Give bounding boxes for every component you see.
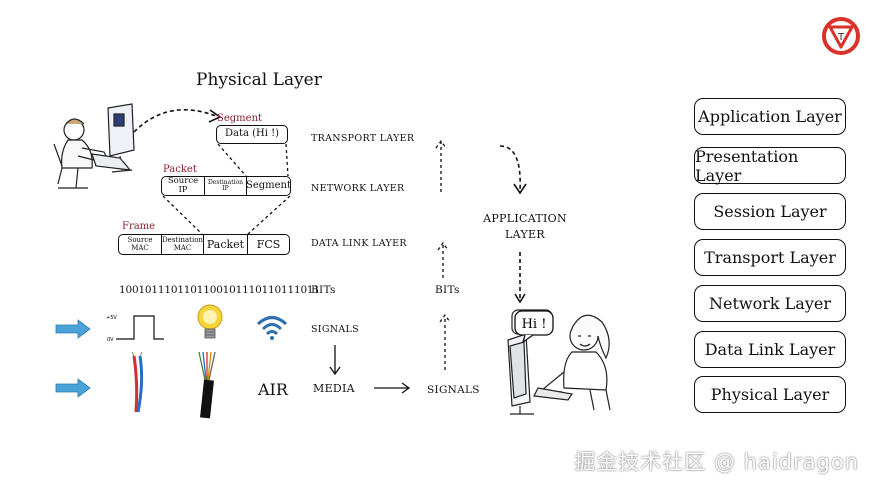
light-bulb-icon	[197, 304, 223, 339]
frame-cell-packet: Packet	[203, 235, 247, 254]
packet-box: Source IP Destination IP Segment	[161, 176, 291, 196]
brand-logo: T	[822, 17, 860, 55]
up-arrow-icon	[439, 313, 451, 370]
blue-arrow-icon	[55, 378, 91, 398]
woman-at-computer-illustration	[507, 309, 611, 415]
curved-dashed-arrow	[499, 145, 527, 195]
segment-data-cell: Data (Hi !)	[224, 128, 280, 140]
osi-layer-session[interactable]: Session Layer	[694, 193, 846, 230]
packet-cell-destination-ip: Destination IP	[204, 177, 246, 195]
up-arrow-icon	[435, 139, 447, 192]
application-layer-label: APPLICATION LAYER	[482, 211, 568, 243]
right-arrow-icon	[374, 382, 411, 394]
media-label: MEDIA	[313, 382, 355, 395]
speech-bubble: Hi !	[514, 310, 554, 343]
waveform-high-label: +5V	[106, 315, 117, 321]
watermark: 掘金技术社区 @ haidragon	[574, 450, 859, 474]
segment-caption: Segment	[217, 113, 263, 124]
wifi-icon	[256, 316, 288, 340]
svg-text:T: T	[837, 32, 845, 43]
packet-caption: Packet	[163, 164, 197, 175]
man-at-computer-illustration	[53, 103, 135, 189]
osi-layer-data-link[interactable]: Data Link Layer	[694, 331, 846, 368]
segment-box: Data (Hi !)	[216, 125, 288, 144]
curved-dashed-arrow	[133, 109, 222, 133]
frame-box: Source MAC Destination MAC Packet FCS	[118, 234, 290, 255]
down-arrow-icon	[329, 345, 341, 376]
osi-layer-transport[interactable]: Transport Layer	[694, 239, 846, 276]
frame-caption: Frame	[122, 221, 156, 232]
speech-bubble-text: Hi !	[522, 317, 547, 332]
packet-cell-source-ip: Source IP	[167, 176, 199, 195]
osi-layer-application[interactable]: Application Layer	[694, 98, 846, 135]
frame-cell-source-mac: Source MAC	[127, 236, 153, 252]
application-layer-label-line1: APPLICATION	[483, 212, 567, 225]
fiber-optic-cable-icon	[198, 351, 216, 419]
application-layer-label-line2: LAYER	[505, 228, 545, 241]
bits-receiver-label: BITs	[435, 284, 460, 296]
bits-label: BITs	[311, 284, 336, 296]
waveform-low-label: 0V	[107, 337, 114, 343]
frame-cell-destination-mac: Destination MAC	[161, 235, 203, 254]
air-label: AIR	[258, 380, 288, 399]
down-arrow-icon	[514, 252, 526, 304]
packet-cell-segment: Segment	[246, 177, 291, 195]
osi-layer-stack: Application Layer Presentation Layer Ses…	[694, 98, 849, 418]
copper-wire-icon	[131, 352, 144, 413]
signals-label: SIGNALS	[311, 324, 359, 335]
frame-cell-fcs: FCS	[247, 235, 289, 254]
signals-receiver-label: SIGNALS	[427, 384, 480, 396]
blue-arrow-icon	[55, 319, 91, 339]
osi-layer-network[interactable]: Network Layer	[694, 285, 846, 322]
data-link-layer-label: DATA LINK LAYER	[311, 238, 407, 249]
osi-layer-presentation[interactable]: Presentation Layer	[694, 147, 846, 185]
up-arrow-icon	[437, 241, 449, 278]
page-title: Physical Layer	[196, 70, 322, 90]
network-layer-label: NETWORK LAYER	[311, 183, 405, 194]
square-waveform-icon: +5V 0V	[106, 315, 164, 343]
osi-layer-physical[interactable]: Physical Layer	[694, 376, 846, 413]
bitstring: 1001011101101100101110110111011	[119, 284, 320, 296]
transport-layer-label: TRANSPORT LAYER	[311, 133, 415, 144]
